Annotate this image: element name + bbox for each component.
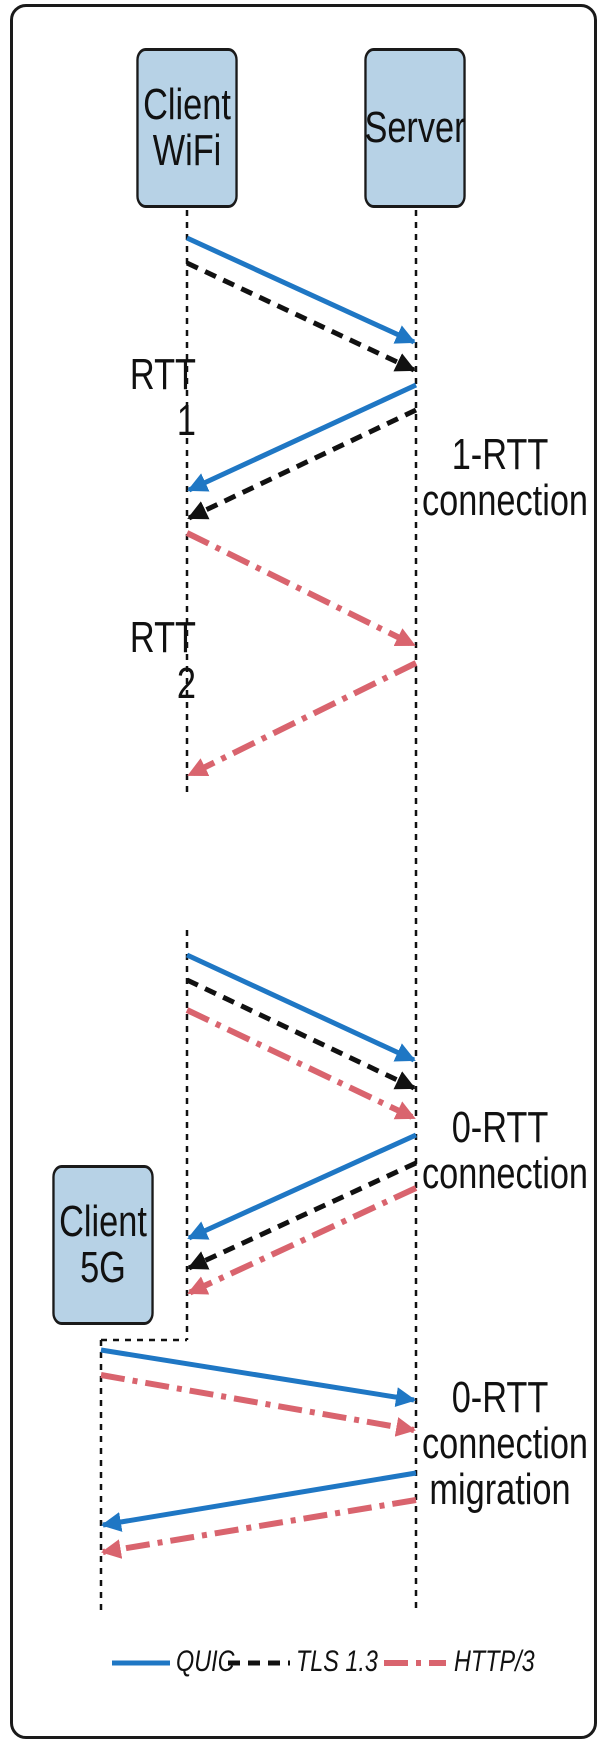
arrow-http3-4 bbox=[187, 1185, 418, 1296]
legend-label-quic: QUIC bbox=[176, 1645, 235, 1678]
arrow-tls-2 bbox=[187, 407, 418, 521]
lifelines bbox=[99, 210, 418, 1610]
arrow-quic-2 bbox=[187, 382, 418, 493]
actor-client-5g: Client 5G bbox=[52, 1165, 154, 1325]
section-1rtt-arrows bbox=[185, 235, 418, 778]
arrow-tls-4 bbox=[187, 1160, 418, 1271]
arrow-http3-5 bbox=[100, 1372, 416, 1437]
arrow-quic-3 bbox=[185, 952, 416, 1063]
section-migration-arrows bbox=[100, 1347, 417, 1559]
arrow-http3-6 bbox=[101, 1497, 417, 1559]
actor-client-5g-line-1: Client bbox=[59, 1197, 147, 1246]
arrow-quic-6 bbox=[101, 1470, 417, 1532]
label-rtt2: RTT 2 bbox=[129, 613, 196, 708]
label-migration-line-2: connection bbox=[422, 1419, 589, 1468]
label-1rtt-connection: 1-RTT connection bbox=[422, 430, 589, 525]
arrow-quic-4 bbox=[187, 1132, 418, 1241]
label-0rtt-connection: 0-RTT connection bbox=[422, 1103, 589, 1198]
arrow-tls-1 bbox=[185, 260, 416, 373]
actor-server: Server bbox=[364, 48, 466, 208]
label-migration-line-1: 0-RTT bbox=[451, 1373, 549, 1422]
label-0rtt-line-1: 0-RTT bbox=[451, 1103, 549, 1152]
arrow-tls-3 bbox=[185, 977, 416, 1091]
arrow-quic-1 bbox=[185, 235, 416, 345]
actor-server-line-1: Server bbox=[364, 103, 466, 152]
arrow-http3-3 bbox=[185, 1007, 416, 1121]
label-rtt1: RTT 1 bbox=[129, 350, 196, 445]
actor-client-wifi: Client WiFi bbox=[136, 48, 238, 208]
label-migration-line-3: migration bbox=[429, 1465, 571, 1514]
actor-client-wifi-line-2: WiFi bbox=[152, 126, 222, 175]
section-0rtt-arrows bbox=[185, 952, 418, 1296]
label-0rtt-migration: 0-RTT connection migration bbox=[422, 1373, 589, 1514]
actor-client-5g-line-2: 5G bbox=[80, 1243, 126, 1292]
arrow-http3-1 bbox=[185, 530, 416, 648]
legend-label-http3: HTTP/3 bbox=[454, 1645, 535, 1678]
arrow-quic-5 bbox=[100, 1347, 416, 1408]
label-1rtt-line-1: 1-RTT bbox=[451, 430, 549, 479]
legend-label-tls: TLS 1.3 bbox=[296, 1645, 378, 1678]
label-1rtt-line-2: connection bbox=[422, 476, 589, 525]
label-0rtt-line-2: connection bbox=[422, 1149, 589, 1198]
arrow-http3-2 bbox=[187, 660, 418, 778]
actor-client-wifi-line-1: Client bbox=[143, 80, 231, 129]
